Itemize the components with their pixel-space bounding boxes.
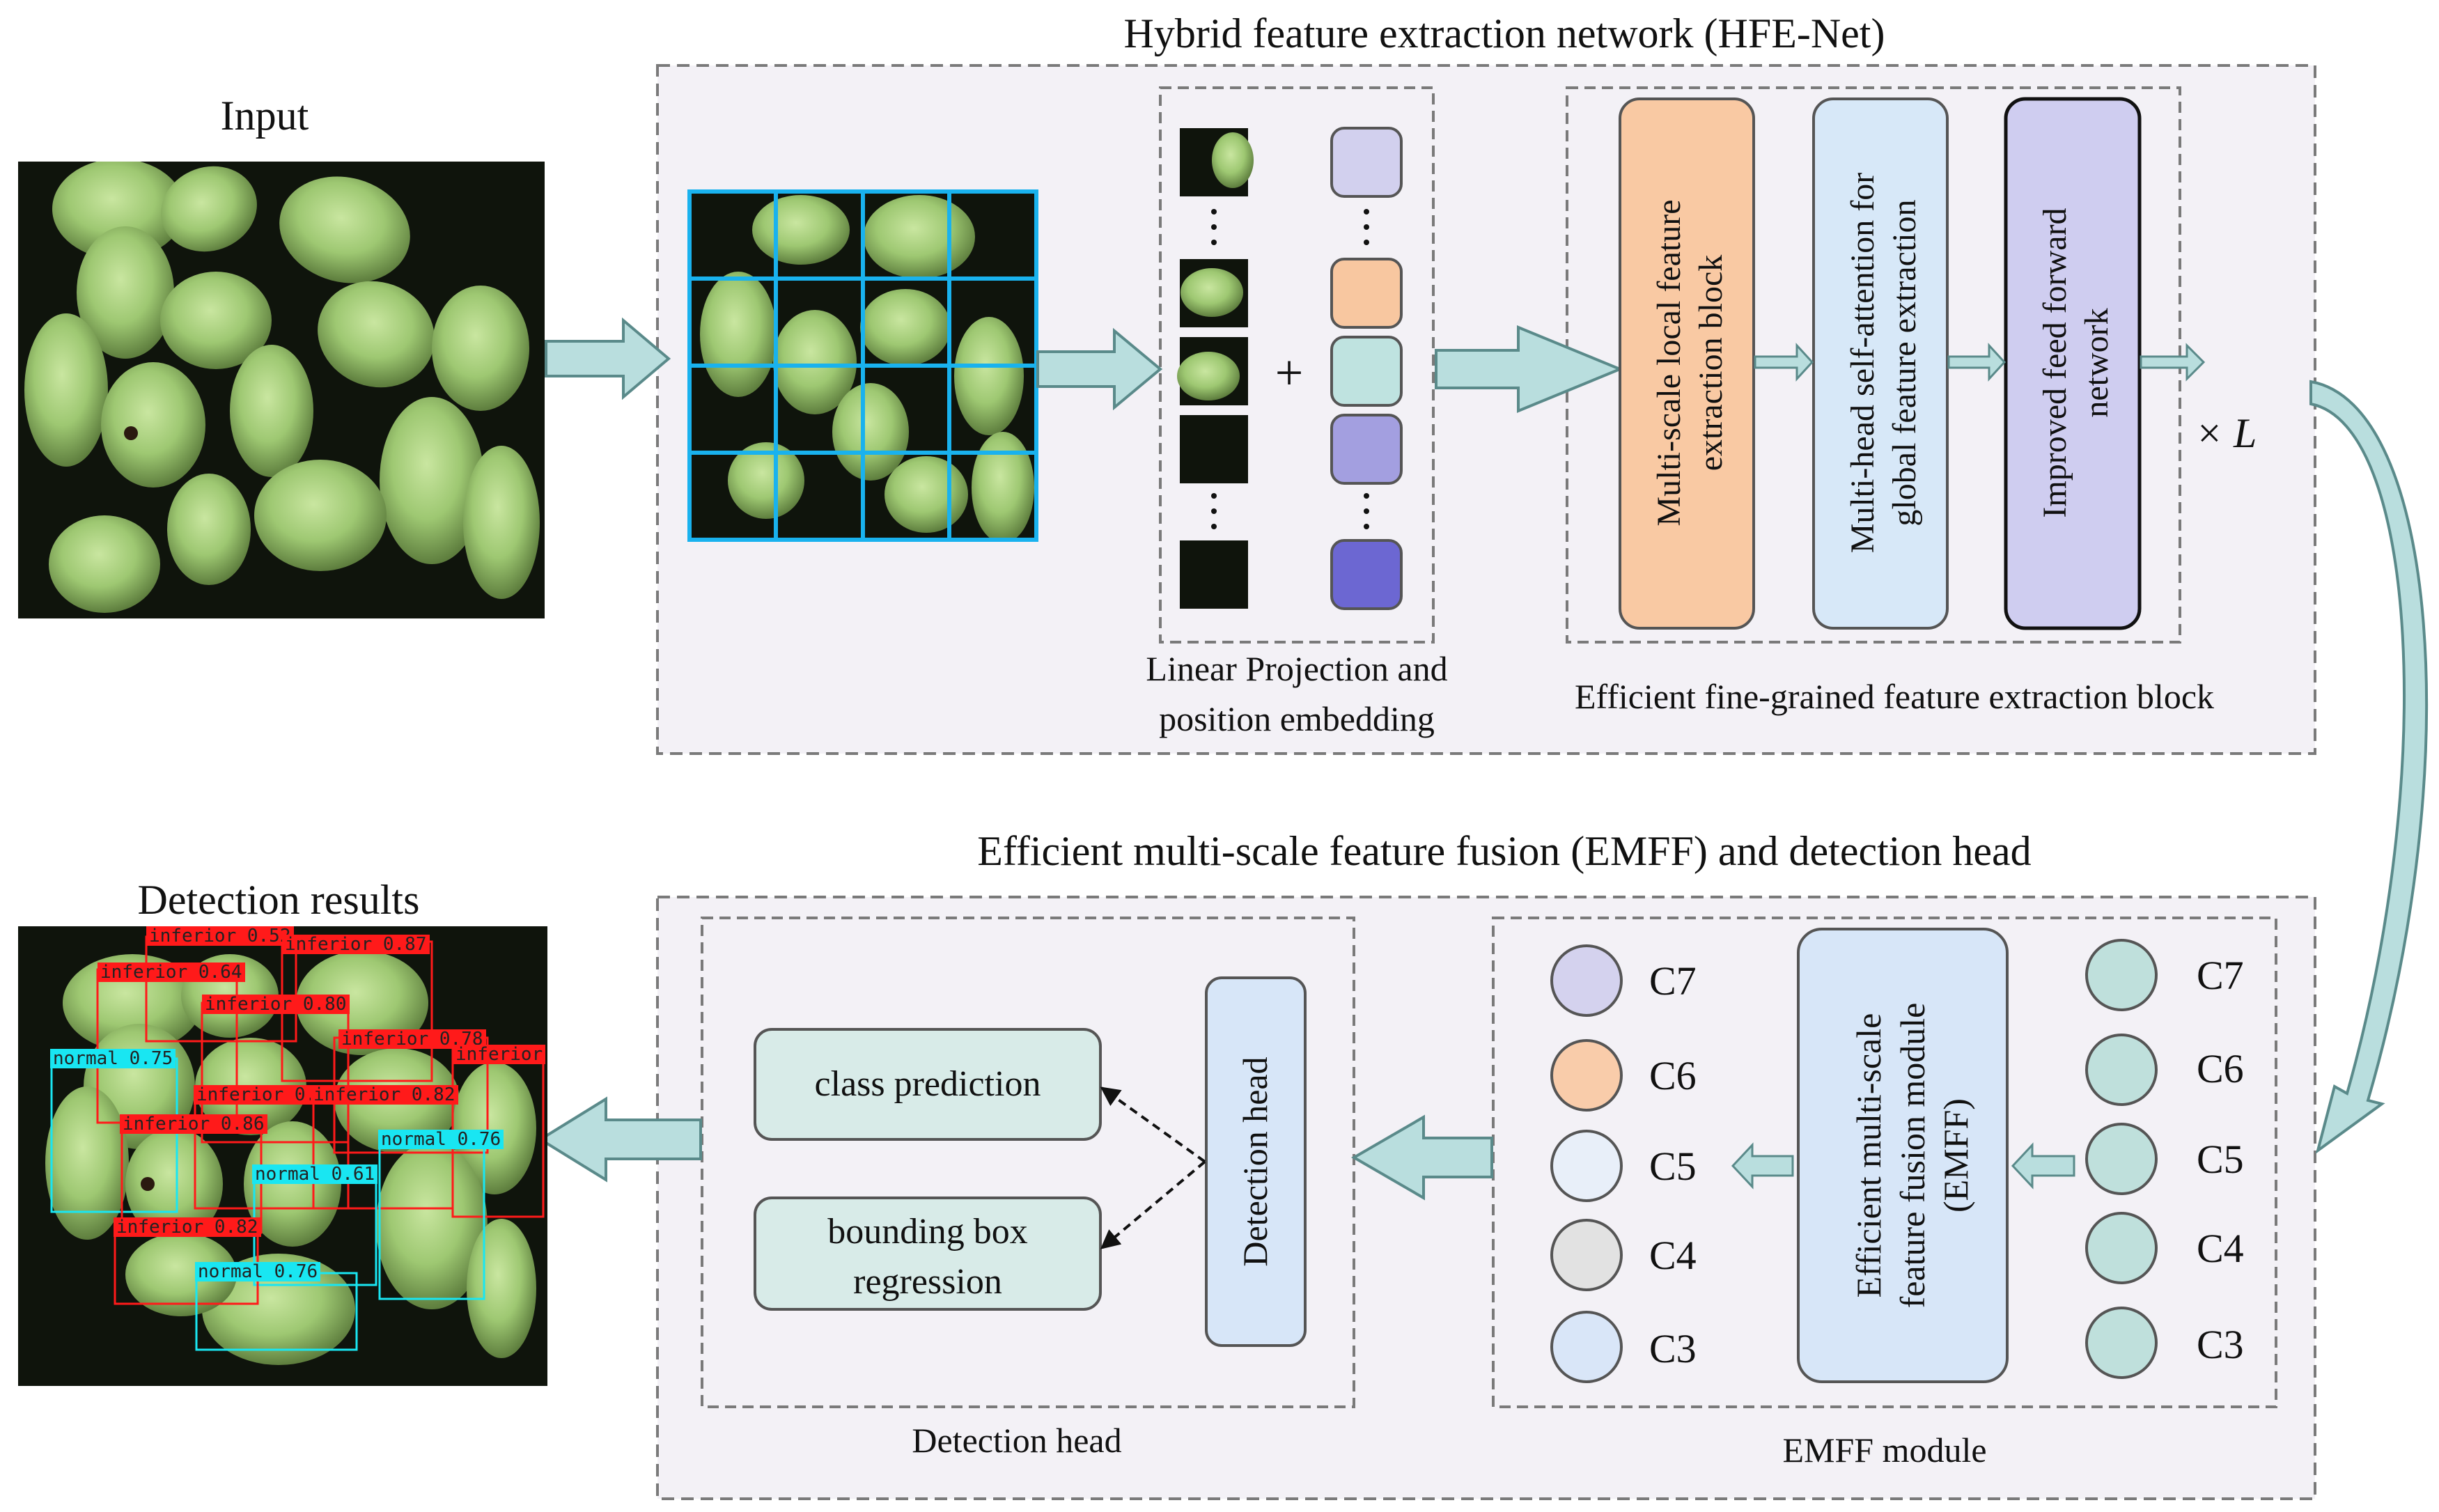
local-feature-line1: Multi-scale local feature bbox=[1651, 199, 1688, 527]
emff-output-label-c5: C5 bbox=[1649, 1144, 1697, 1189]
class-prediction-box bbox=[754, 1028, 1102, 1141]
detection-label: normal 0.61 bbox=[252, 1164, 378, 1184]
emff-input-label-c4: C4 bbox=[2197, 1226, 2244, 1271]
detection-results-image bbox=[18, 926, 547, 1386]
emff-input-label-c7: C7 bbox=[2197, 953, 2244, 998]
level-circle bbox=[2085, 1212, 2158, 1284]
level-circle bbox=[2085, 1034, 2158, 1106]
emff-input-label-c6: C6 bbox=[2197, 1046, 2244, 1091]
module-arrow bbox=[1947, 343, 2006, 382]
detection-label: inferior 0.82 bbox=[114, 1217, 261, 1237]
self-attention-line1: Multi-head self-attention for bbox=[1844, 172, 1881, 554]
hfe-section-title: Hybrid feature extraction network (HFE-N… bbox=[1123, 10, 1885, 56]
local-feature-line2: extraction block bbox=[1692, 254, 1729, 471]
detection-head-caption: Detection head bbox=[912, 1421, 1122, 1460]
feed-forward-line2: network bbox=[2078, 308, 2115, 418]
curved-flow-arrow bbox=[2309, 380, 2429, 1154]
emff-module-line3: (EMFF) bbox=[1936, 1098, 1975, 1213]
local-feature-block bbox=[1619, 98, 1755, 630]
emff-output-label-c3: C3 bbox=[1649, 1326, 1697, 1371]
position-embeddings bbox=[1330, 127, 1403, 610]
input-label: Input bbox=[220, 93, 309, 139]
emff-input-levels bbox=[2085, 939, 2158, 1379]
embedding-token bbox=[1330, 336, 1403, 407]
input-image bbox=[18, 162, 545, 618]
embedding-token bbox=[1330, 414, 1403, 485]
detection-label: inferior 0.87 bbox=[282, 935, 430, 954]
emff-module-line2: feature fusion module bbox=[1892, 1002, 1932, 1309]
dashed-arrow-bbox bbox=[1100, 1160, 1206, 1249]
patch-grid-image bbox=[687, 189, 1038, 542]
emff-module-label: Efficient multi-scale feature fusion mod… bbox=[1847, 929, 1975, 1382]
module-arrow bbox=[1754, 343, 1814, 382]
level-circle bbox=[2085, 1307, 2158, 1379]
emff-module-line1: Efficient multi-scale bbox=[1849, 1013, 1888, 1298]
detection-head-box bbox=[701, 917, 1355, 1408]
emff-arrow-out bbox=[1731, 1142, 1794, 1190]
detection-label: inferior 0.52 bbox=[146, 926, 294, 946]
detection-label: normal 0.75 bbox=[50, 1049, 176, 1068]
detection-head-block bbox=[1205, 976, 1307, 1347]
level-circle bbox=[2085, 939, 2158, 1011]
detection-label: inferior 0.82 bbox=[311, 1085, 458, 1105]
emff-input-label-c3: C3 bbox=[2197, 1322, 2244, 1367]
level-circle bbox=[2085, 1123, 2158, 1195]
level-circle bbox=[1550, 1130, 1623, 1202]
level-circle bbox=[1550, 1219, 1623, 1291]
bbox-regression-line1: bounding box bbox=[827, 1212, 1028, 1252]
module-arrow bbox=[2140, 343, 2206, 382]
flow-arrow-patches bbox=[1036, 327, 1163, 411]
bbox-regression-line2: regression bbox=[853, 1262, 1002, 1302]
flow-arrow-input bbox=[545, 317, 671, 400]
detection-results-label: Detection results bbox=[137, 877, 420, 923]
feed-forward-line1: Improved feed forward bbox=[2036, 208, 2073, 518]
dashed-arrow-class bbox=[1100, 1086, 1206, 1163]
projection-label-line1: Linear Projection and bbox=[1146, 649, 1448, 688]
detection-label: inferior 0.86 bbox=[120, 1114, 267, 1134]
detection-label: normal 0.76 bbox=[195, 1262, 321, 1281]
emff-section-title: Efficient multi-scale feature fusion (EM… bbox=[977, 828, 2032, 874]
level-circle bbox=[1550, 1039, 1623, 1112]
self-attention-block-label: Multi-head self-attention for global fea… bbox=[1842, 105, 1923, 621]
level-circle bbox=[1550, 1311, 1623, 1383]
emff-output-label-c6: C6 bbox=[1649, 1053, 1697, 1098]
projection-box bbox=[1159, 86, 1435, 644]
level-circle bbox=[1550, 944, 1623, 1017]
embedding-token bbox=[1330, 258, 1403, 329]
emff-input-label-c5: C5 bbox=[2197, 1137, 2244, 1182]
emff-output-label-c7: C7 bbox=[1649, 958, 1697, 1004]
emff-output-levels bbox=[1550, 944, 1623, 1383]
flow-arrow-projection bbox=[1435, 325, 1624, 413]
class-prediction-label: class prediction bbox=[814, 1064, 1041, 1104]
projection-label-line2: position embedding bbox=[1159, 699, 1435, 738]
flow-arrow-emff bbox=[1351, 1114, 1493, 1201]
detection-label: inferior 0.64 bbox=[98, 962, 245, 982]
flow-arrow-results bbox=[538, 1096, 702, 1183]
embedding-token bbox=[1330, 127, 1403, 198]
feed-forward-block-label: Improved feed forward network bbox=[2034, 105, 2115, 621]
detection-label: normal 0.76 bbox=[378, 1130, 504, 1149]
self-attention-block bbox=[1812, 98, 1949, 630]
feed-forward-block bbox=[2004, 97, 2142, 630]
repeat-times-label: × L bbox=[2195, 410, 2257, 456]
fine-grained-block-label: Efficient fine-grained feature extractio… bbox=[1574, 677, 2215, 716]
detection-label: inferior 0.80 bbox=[202, 995, 350, 1014]
local-feature-block-label: Multi-scale local feature extraction blo… bbox=[1649, 105, 1729, 621]
emff-output-label-c4: C4 bbox=[1649, 1233, 1697, 1278]
embedding-token bbox=[1330, 539, 1403, 610]
patch-tiles bbox=[1177, 128, 1254, 609]
detection-label: inferior bbox=[453, 1045, 546, 1064]
emff-fusion-module bbox=[1797, 928, 2009, 1383]
emff-module-caption: EMFF module bbox=[1782, 1431, 1987, 1470]
bbox-regression-box bbox=[754, 1197, 1102, 1311]
emff-arrow-in bbox=[2011, 1142, 2075, 1190]
self-attention-line2: global feature extraction bbox=[1886, 199, 1923, 527]
detection-head-block-label: Detection head bbox=[1236, 1057, 1275, 1267]
plus-sign: + bbox=[1275, 345, 1304, 400]
